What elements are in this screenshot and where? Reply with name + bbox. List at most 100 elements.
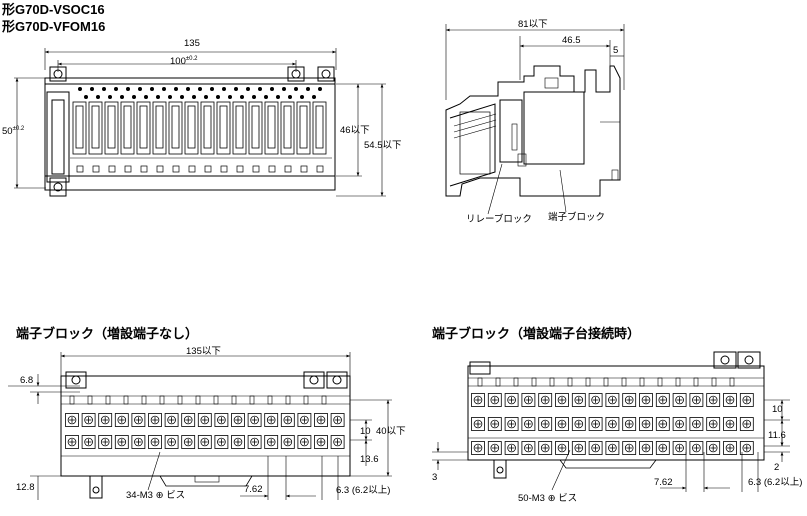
block-a-screw-cross: [268, 439, 275, 445]
block-b-screw-cross: [727, 421, 733, 427]
block-b-screw-head: [608, 419, 617, 429]
block-b-screw-head: [692, 419, 701, 429]
block-b-screw-cross: [609, 445, 616, 451]
terminal-block-a: [8, 352, 392, 500]
block-a-screw-box: [231, 435, 245, 449]
dim-front-545: 54.5以下: [364, 140, 402, 151]
block-b-screw-box: [605, 441, 620, 455]
block-a-screw-box: [297, 413, 312, 427]
block-b-screw-head: [490, 395, 500, 405]
block-b-screw-box: [471, 441, 485, 455]
block-b-screw-head: [608, 395, 617, 405]
block-b-screw-box: [471, 417, 485, 431]
dim-b-3: 3: [432, 472, 438, 483]
block-b-screw-box: [689, 441, 704, 455]
front-bottom-slots: [76, 165, 324, 173]
block-b-screw-head: [675, 443, 684, 453]
block-b-screw-cross: [475, 397, 481, 403]
block-b-screw-box: [487, 417, 502, 431]
block-a-screw-cross: [118, 439, 125, 445]
block-b-screw-head: [742, 395, 752, 405]
block-b-screw-box: [739, 393, 754, 407]
block-a-screw-head: [100, 437, 110, 447]
block-b-screw-box: [571, 393, 586, 407]
block-a-screw-box: [264, 435, 279, 449]
block-b-screw-head: [725, 443, 735, 453]
block-b-screw-head: [557, 419, 567, 429]
block-a-screw-cross: [235, 417, 241, 423]
block-b-screw-cross: [609, 397, 616, 403]
block-b-screw-cross: [592, 397, 599, 403]
model-title-2: 形G70D-VFOM16: [2, 19, 106, 34]
block-b-screw-head: [675, 419, 684, 429]
block-a-screw-head: [316, 437, 326, 447]
dim-a-128: 12.8: [16, 482, 35, 493]
block-a-screw-box: [131, 413, 146, 427]
block-b-screw-box: [639, 417, 653, 431]
block-a-screw-cross: [218, 439, 225, 445]
block-a-screw-box: [314, 413, 328, 427]
block-a-screw-box: [247, 413, 262, 427]
block-b-screw-head: [708, 443, 718, 453]
block-a-screw-head: [300, 415, 309, 425]
block-b-screw-box: [521, 441, 536, 455]
block-b-screw-head: [507, 395, 516, 405]
block-b-screw-head: [524, 395, 533, 405]
block-a-screw-head: [217, 415, 226, 425]
block-b-screw-head: [473, 443, 483, 453]
block-b-screw-box: [706, 441, 721, 455]
block-b-screw-box: [706, 393, 721, 407]
block-b-screw-box: [588, 441, 603, 455]
block-a-screw-box: [197, 413, 212, 427]
block-a-screw-head: [233, 437, 243, 447]
block-a-screw-box: [247, 435, 262, 449]
block-b-teeth: [477, 377, 735, 387]
block-a-screw-cross: [268, 417, 275, 423]
block-b-screw-box: [639, 393, 653, 407]
dim-a-68: 6.8: [20, 375, 34, 386]
block-b-screw-head: [574, 419, 584, 429]
block-b-screw-head: [708, 419, 718, 429]
block-a-screw-box: [197, 435, 212, 449]
block-a-screw-cross: [301, 417, 308, 423]
model-title-1: 形G70D-VSOC16: [2, 2, 105, 17]
dim-a-40: 40以下: [376, 426, 406, 437]
block-b-screw-cross: [659, 397, 666, 403]
block-b-screw-cross: [676, 445, 683, 451]
block-b-screw-head: [641, 395, 651, 405]
block-b-screw-cross: [559, 421, 565, 427]
block-b-screw-cross: [727, 445, 733, 451]
block-b-screw-box: [555, 417, 569, 431]
block-a-screw-cross: [251, 417, 258, 423]
block-b-screw-box: [555, 441, 569, 455]
block-b-screw-box: [655, 441, 670, 455]
block-b-screw-head: [624, 419, 634, 429]
block-a-screw-cross: [102, 439, 109, 445]
block-a-screw-box: [131, 435, 146, 449]
block-a-screw-head: [266, 415, 276, 425]
block-a-screw-box: [280, 435, 295, 449]
block-a-screw-head: [283, 415, 293, 425]
block-a-screw-cross: [284, 439, 291, 445]
block-a-screw-head: [217, 437, 226, 447]
block-b-screw-cross: [659, 445, 666, 451]
block-b-screw-box: [706, 417, 721, 431]
block-a-screw-head: [200, 437, 210, 447]
block-b-screw-head: [490, 443, 500, 453]
block-a-screw-head: [150, 437, 160, 447]
block-a-screw-cross: [318, 417, 324, 423]
block-b-screw-cross: [676, 421, 683, 427]
block-b-screw-cross: [626, 397, 633, 403]
block-a-screw-box: [114, 435, 129, 449]
block-a-screw-head: [183, 415, 193, 425]
dim-front-pitch: 100±0.2: [170, 54, 198, 67]
side-view: [445, 24, 625, 215]
block-b-screw-cross: [508, 445, 515, 451]
terminal-block-b: [432, 351, 790, 492]
block-b-screw-box: [739, 441, 754, 455]
block-b-screw-head: [725, 419, 735, 429]
block-b-screw-box: [655, 393, 670, 407]
block-b-screw-box: [571, 441, 586, 455]
block-b-screw-cross: [575, 397, 582, 403]
block-a-screw-head: [200, 415, 210, 425]
